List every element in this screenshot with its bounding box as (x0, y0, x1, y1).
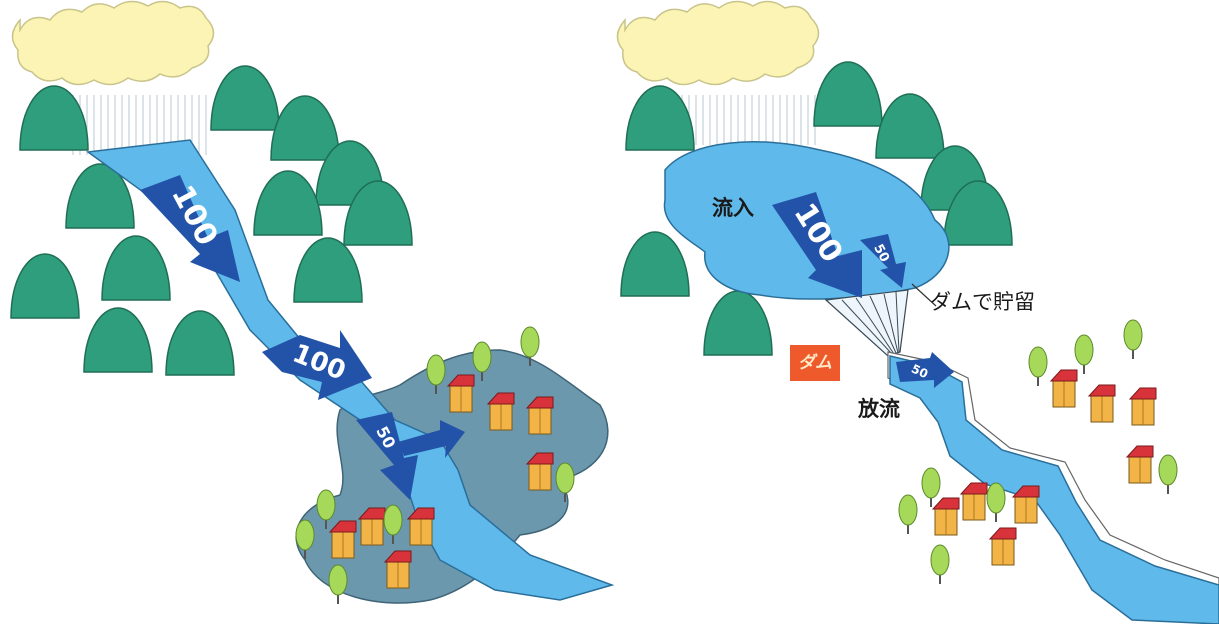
left-cloud (11, 0, 215, 86)
right-arrow-3: 50 (896, 352, 954, 388)
left-panel: 100 100 50 (10, 0, 615, 605)
right-arrow-3-value: 50 (909, 362, 930, 382)
right-town (898, 319, 1178, 585)
dam-label: ダム (790, 345, 840, 381)
right-river (889, 355, 1219, 624)
outflow-label: 放流 (858, 397, 900, 421)
right-rain (680, 95, 820, 145)
right-cloud (616, 0, 820, 86)
left-overflow-arrow (398, 420, 465, 458)
inflow-label: 流入 (712, 196, 754, 220)
dam-structure (824, 289, 909, 357)
storage-pointer (911, 283, 937, 307)
right-panel: 100 50 50 (616, 0, 1219, 624)
storage-label: ダムで貯留 (930, 290, 1035, 314)
